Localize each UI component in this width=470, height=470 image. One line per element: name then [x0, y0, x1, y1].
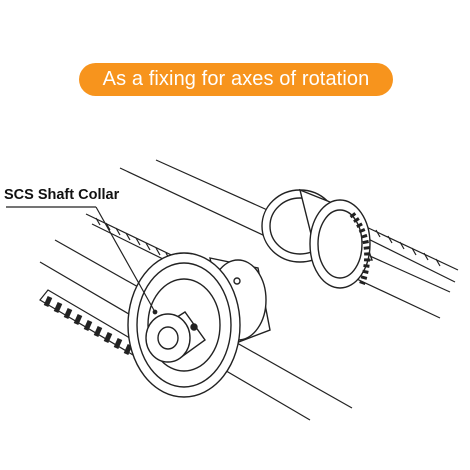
title-banner: As a fixing for axes of rotation [79, 63, 393, 96]
shaft-collar-icon [145, 311, 206, 363]
callout-label: SCS Shaft Collar [4, 187, 120, 203]
callout-leader [6, 206, 158, 315]
rear-timing-pulley-icon [261, 188, 373, 289]
